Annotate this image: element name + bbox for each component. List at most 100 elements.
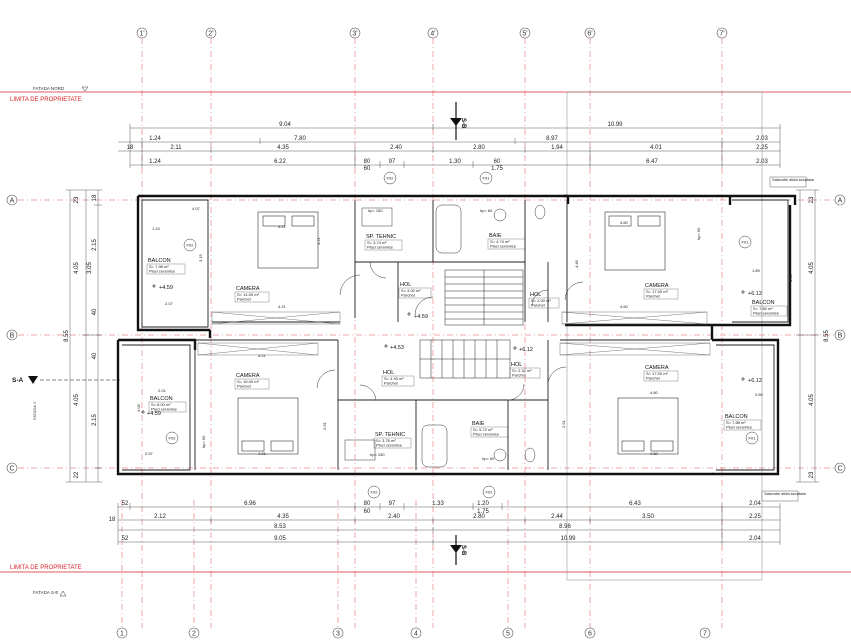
dim-text: 2.80 bbox=[473, 514, 485, 520]
dim-text: 60 bbox=[364, 166, 371, 172]
svg-text:Parchet: Parchet bbox=[646, 376, 661, 381]
dim-text: 3.15 bbox=[198, 253, 203, 262]
dim-text: 4.60 bbox=[620, 220, 629, 225]
hgt-label: hp= 60 bbox=[201, 435, 206, 448]
axis-label-6p: 6' bbox=[587, 31, 592, 38]
svg-text:BAIE: BAIE bbox=[489, 233, 502, 239]
room-label-camera: CAMERA S= 17.00 m² Parchet bbox=[643, 365, 679, 382]
level-marker: +6.12 bbox=[513, 346, 533, 353]
dim-text: 2.91 bbox=[561, 419, 566, 428]
dim-text: 4.05 bbox=[74, 394, 80, 406]
window-tag: F01 bbox=[486, 490, 494, 495]
limita-proprietate-bottom: LIMITA DE PROPRIETATE bbox=[10, 565, 82, 571]
svg-text:+4.59: +4.59 bbox=[159, 285, 173, 291]
dim-text: 1.24 bbox=[152, 226, 161, 231]
dimension-text-sides: 23 4.05 8.55 4.05 22 18 2.15 3.05 40 40 … bbox=[64, 194, 830, 478]
level-marker: +4.53 bbox=[384, 344, 404, 351]
bed-icons bbox=[237, 211, 679, 455]
hgt-label: hp= 60 bbox=[482, 456, 495, 461]
dim-text: 1.30 bbox=[449, 159, 461, 165]
svg-text:Parchet: Parchet bbox=[512, 373, 527, 378]
elevation-marker-icon bbox=[59, 590, 67, 597]
svg-text:SP. TEHNIC: SP. TEHNIC bbox=[366, 234, 396, 240]
dim-text: 2.03 bbox=[756, 136, 768, 142]
dim-text: 3.50 bbox=[642, 514, 654, 520]
dim-text: 4.60 bbox=[620, 304, 629, 309]
room-label-hol: HOL S= 4.93 m² Parchet bbox=[381, 370, 415, 387]
dim-text: 1.75 bbox=[477, 509, 489, 515]
dim-text: 7.80 bbox=[294, 136, 306, 142]
dim-text: 60 bbox=[494, 159, 501, 165]
level-marker: +4.59 bbox=[407, 312, 428, 320]
dim-text: 4.21 bbox=[316, 236, 321, 245]
hgt-label: hp= 60 bbox=[696, 227, 701, 240]
dim-text: 4.05 bbox=[74, 262, 80, 274]
svg-text:BALCON: BALCON bbox=[725, 414, 748, 420]
svg-text:Parchet: Parchet bbox=[401, 293, 416, 298]
dim-text: 8.55 bbox=[64, 330, 70, 342]
svg-text:+6.12: +6.12 bbox=[748, 291, 762, 297]
svg-text:S= 2.32 m²: S= 2.32 m² bbox=[512, 368, 532, 373]
hgt-label: hp= 150 bbox=[368, 208, 383, 213]
svg-text:Parchet: Parchet bbox=[531, 303, 546, 308]
svg-text:S= 7.98 m²: S= 7.98 m² bbox=[149, 264, 169, 269]
dim-text: 9.05 bbox=[274, 536, 286, 542]
dim-text: 52 bbox=[122, 536, 129, 542]
window-tag: F02 bbox=[169, 436, 177, 441]
dim-text: 2.07 bbox=[165, 301, 174, 306]
dim-text: 2.04 bbox=[749, 536, 761, 542]
axis-label-4: 4 bbox=[414, 631, 418, 638]
svg-text:HOL: HOL bbox=[511, 362, 522, 368]
level-marker: +6.12 bbox=[741, 290, 762, 297]
svg-text:HOL: HOL bbox=[400, 282, 411, 288]
axis-label-5p: 5' bbox=[522, 31, 527, 38]
dim-text: 18 bbox=[127, 145, 134, 151]
section-label-left: S-A bbox=[12, 377, 24, 384]
dim-text: 2.44 bbox=[551, 514, 563, 520]
thin-walls bbox=[122, 199, 789, 471]
adjacent-boundary bbox=[566, 91, 763, 581]
dim-text: 4.05 bbox=[809, 262, 815, 274]
dim-text: 1.24 bbox=[149, 159, 161, 165]
dim-text: 52 bbox=[122, 501, 129, 507]
dim-text: 2.12 bbox=[154, 514, 166, 520]
elevation-marker-icon bbox=[81, 86, 89, 92]
dim-text: 2.80 bbox=[473, 145, 485, 151]
dim-text: 3.05 bbox=[87, 262, 93, 274]
svg-text:S= 4.00 m²: S= 4.00 m² bbox=[401, 288, 421, 293]
svg-text:Parchet: Parchet bbox=[237, 384, 252, 389]
dim-text: 8.97 bbox=[546, 136, 558, 142]
svg-text:S= 4.93 m²: S= 4.93 m² bbox=[384, 376, 404, 381]
dim-text: 8.53 bbox=[274, 524, 286, 530]
dimension-text-bottom: 52 6.96 80 97 1.33 1.20 6.43 2.04 60 1.7… bbox=[109, 501, 762, 542]
room-label-camera: CAMERA S= 14.00 m² Parchet bbox=[234, 286, 270, 303]
svg-text:S= 3.74 m²: S= 3.74 m² bbox=[367, 240, 387, 245]
svg-text:+4.59: +4.59 bbox=[147, 411, 161, 417]
svg-text:CAMERA: CAMERA bbox=[645, 365, 669, 371]
svg-text:S= 16.00 m²: S= 16.00 m² bbox=[237, 379, 260, 384]
svg-text:HOL: HOL bbox=[530, 292, 541, 298]
dim-text: 4.60 bbox=[650, 451, 659, 456]
dim-text: 2.03 bbox=[756, 159, 768, 165]
section-label-bottom: S-B bbox=[460, 545, 466, 556]
dimension-text-top: 9.04 10.99 1.24 7.80 8.97 2.03 18 2.11 4… bbox=[127, 122, 769, 172]
svg-text:S= 7.80 m²: S= 7.80 m² bbox=[753, 306, 773, 311]
wardrobes bbox=[197, 311, 711, 356]
axis-label-C-right: C bbox=[837, 466, 842, 473]
saturation-note-top: Saturatie stida secutata bbox=[772, 177, 815, 182]
dim-text: 4.35 bbox=[277, 145, 289, 151]
svg-text:CAMERA: CAMERA bbox=[236, 286, 260, 292]
dim-text: 2.91 bbox=[322, 421, 327, 430]
svg-text:BALCON: BALCON bbox=[150, 396, 173, 402]
fatada-v-label: FATADA V bbox=[32, 401, 37, 420]
section-arrow-icon bbox=[28, 376, 38, 384]
exterior-walls bbox=[116, 194, 797, 476]
dim-text: 6.96 bbox=[244, 501, 256, 507]
axis-label-5: 5 bbox=[506, 631, 510, 638]
window-tag: F02 bbox=[387, 176, 395, 181]
dim-text: 10.99 bbox=[560, 536, 576, 542]
dim-text: 2.11 bbox=[170, 145, 182, 151]
staircase bbox=[419, 269, 524, 379]
svg-text:Placi ceramice: Placi ceramice bbox=[367, 245, 394, 250]
axis-label-3p: 3' bbox=[352, 31, 357, 38]
